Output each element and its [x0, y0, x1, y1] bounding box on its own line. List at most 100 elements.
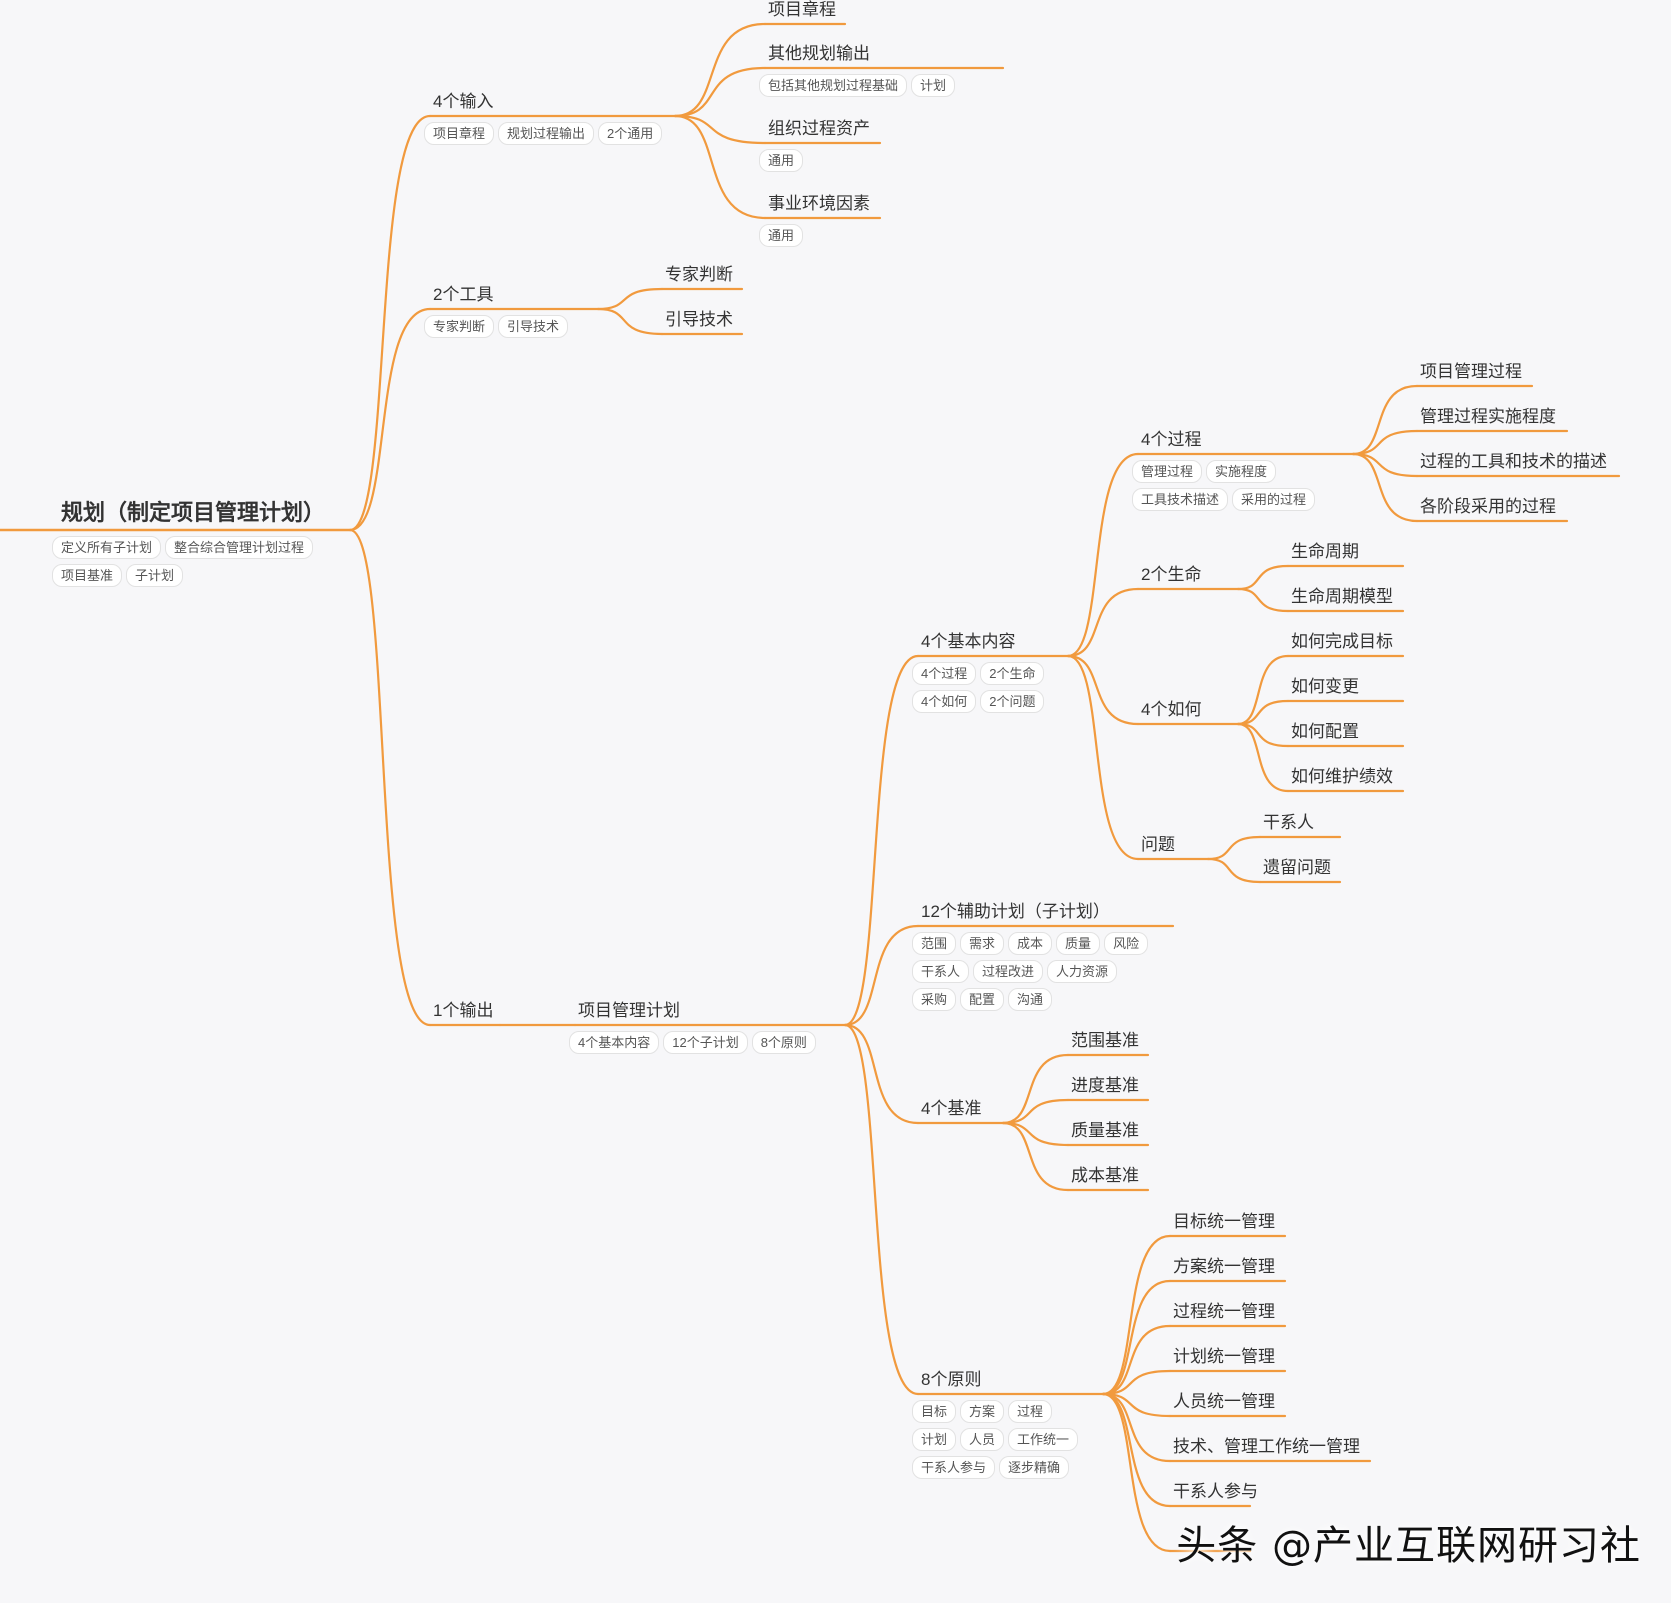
node-r7[interactable]: 干系人参与	[1173, 1482, 1258, 1501]
link-p3	[1351, 452, 1419, 478]
tag-sub[interactable]: 配置	[960, 988, 1005, 1011]
node-b1[interactable]: 范围基准	[1071, 1031, 1139, 1050]
tag-inputs[interactable]: 2个通用	[598, 122, 663, 145]
link-prin	[843, 1023, 920, 1396]
tag-proc[interactable]: 采用的过程	[1232, 488, 1316, 511]
tag-plan[interactable]: 8个原则	[751, 1031, 816, 1054]
tag-basic[interactable]: 4个过程	[912, 662, 977, 685]
link-p4	[1351, 452, 1419, 523]
tag-tools[interactable]: 专家判断	[424, 315, 495, 338]
tag-basic[interactable]: 4个如何	[912, 690, 977, 713]
tag-sub[interactable]: 人力资源	[1047, 960, 1118, 983]
node-p1[interactable]: 项目管理过程	[1420, 362, 1522, 381]
tag-sub[interactable]: 质量	[1056, 932, 1101, 955]
tag-prin[interactable]: 干系人参与	[912, 1456, 996, 1479]
tag-in3[interactable]: 通用	[759, 149, 804, 172]
node-in1[interactable]: 项目章程	[768, 0, 836, 19]
tag-root[interactable]: 项目基准	[52, 564, 123, 587]
node-in4[interactable]: 事业环境因素	[768, 194, 870, 213]
link-r6	[1101, 1392, 1172, 1463]
tag-proc[interactable]: 实施程度	[1206, 460, 1277, 483]
node-sub[interactable]: 12个辅助计划（子计划）	[921, 902, 1110, 921]
tag-prin[interactable]: 计划	[912, 1428, 957, 1451]
tag-inputs[interactable]: 项目章程	[424, 122, 495, 145]
link-b2	[1001, 1098, 1070, 1125]
node-b3[interactable]: 质量基准	[1071, 1121, 1139, 1140]
node-b4[interactable]: 成本基准	[1071, 1166, 1139, 1185]
tag-prin[interactable]: 逐步精确	[999, 1456, 1070, 1479]
node-q2[interactable]: 遗留问题	[1263, 858, 1331, 877]
node-life[interactable]: 2个生命	[1141, 565, 1202, 584]
link-in4	[673, 114, 767, 220]
node-proc[interactable]: 4个过程	[1141, 430, 1202, 449]
node-q1[interactable]: 干系人	[1263, 813, 1314, 832]
tag-proc[interactable]: 工具技术描述	[1132, 488, 1229, 511]
tag-plan[interactable]: 12个子计划	[663, 1031, 748, 1054]
node-r4[interactable]: 计划统一管理	[1173, 1347, 1275, 1366]
node-inputs[interactable]: 4个输入	[433, 92, 494, 111]
link-in2	[673, 66, 767, 118]
node-b2[interactable]: 进度基准	[1071, 1076, 1139, 1095]
tag-root[interactable]: 定义所有子计划	[52, 536, 162, 559]
link-in3	[673, 114, 767, 145]
tag-basic[interactable]: 2个生命	[980, 662, 1045, 685]
link-r7	[1101, 1392, 1172, 1508]
node-p3[interactable]: 过程的工具和技术的描述	[1420, 452, 1607, 471]
link-r8	[1101, 1392, 1172, 1553]
tag-in2[interactable]: 计划	[911, 74, 956, 97]
node-h3[interactable]: 如何配置	[1291, 722, 1359, 741]
node-h4[interactable]: 如何维护绩效	[1291, 767, 1393, 786]
tag-inputs[interactable]: 规划过程输出	[498, 122, 595, 145]
link-p1	[1351, 384, 1419, 456]
tag-sub[interactable]: 过程改进	[973, 960, 1044, 983]
node-in3[interactable]: 组织过程资产	[768, 119, 870, 138]
node-issue[interactable]: 问题	[1141, 835, 1175, 854]
node-how[interactable]: 4个如何	[1141, 700, 1202, 719]
tag-basic[interactable]: 2个问题	[980, 690, 1045, 713]
node-p4[interactable]: 各阶段采用的过程	[1420, 497, 1556, 516]
node-root[interactable]: 规划（制定项目管理计划）	[61, 500, 326, 525]
tag-sub[interactable]: 成本	[1008, 932, 1053, 955]
tag-prin[interactable]: 人员	[960, 1428, 1005, 1451]
node-l1[interactable]: 生命周期	[1291, 542, 1359, 561]
tag-tools[interactable]: 引导技术	[498, 315, 569, 338]
tag-sub[interactable]: 范围	[912, 932, 957, 955]
node-r3[interactable]: 过程统一管理	[1173, 1302, 1275, 1321]
node-prin[interactable]: 8个原则	[921, 1370, 982, 1389]
tag-prin[interactable]: 方案	[960, 1400, 1005, 1423]
node-p2[interactable]: 管理过程实施程度	[1420, 407, 1556, 426]
link-output	[348, 528, 432, 1027]
node-basic[interactable]: 4个基本内容	[921, 632, 1016, 651]
tag-root[interactable]: 整合综合管理计划过程	[165, 536, 314, 559]
tag-sub[interactable]: 干系人	[912, 960, 970, 983]
tag-prin[interactable]: 工作统一	[1008, 1428, 1079, 1451]
tag-proc[interactable]: 管理过程	[1132, 460, 1203, 483]
tag-prin[interactable]: 过程	[1008, 1400, 1053, 1423]
node-h1[interactable]: 如何完成目标	[1291, 632, 1393, 651]
tag-in4[interactable]: 通用	[759, 224, 804, 247]
tag-sub[interactable]: 风险	[1104, 932, 1149, 955]
link-r3	[1101, 1324, 1172, 1396]
node-base[interactable]: 4个基准	[921, 1099, 982, 1118]
node-r6[interactable]: 技术、管理工作统一管理	[1173, 1437, 1360, 1456]
node-tools[interactable]: 2个工具	[433, 285, 494, 304]
node-in2[interactable]: 其他规划输出	[768, 44, 870, 63]
tag-prin[interactable]: 目标	[912, 1400, 957, 1423]
node-r2[interactable]: 方案统一管理	[1173, 1257, 1275, 1276]
tag-sub[interactable]: 需求	[960, 932, 1005, 955]
link-h4	[1236, 722, 1290, 793]
tag-sub[interactable]: 沟通	[1008, 988, 1053, 1011]
node-t1[interactable]: 专家判断	[665, 265, 733, 284]
node-l2[interactable]: 生命周期模型	[1291, 587, 1393, 606]
node-r1[interactable]: 目标统一管理	[1173, 1212, 1275, 1231]
tag-root[interactable]: 子计划	[126, 564, 184, 587]
node-h2[interactable]: 如何变更	[1291, 677, 1359, 696]
node-t2[interactable]: 引导技术	[665, 310, 733, 329]
node-r5[interactable]: 人员统一管理	[1173, 1392, 1275, 1411]
node-output[interactable]: 1个输出	[433, 1001, 494, 1020]
tag-in2[interactable]: 包括其他规划过程基础	[759, 74, 908, 97]
tag-sub[interactable]: 采购	[912, 988, 957, 1011]
tag-plan[interactable]: 4个基本内容	[569, 1031, 660, 1054]
node-plan[interactable]: 项目管理计划	[578, 1001, 680, 1020]
link-in1	[673, 22, 767, 118]
